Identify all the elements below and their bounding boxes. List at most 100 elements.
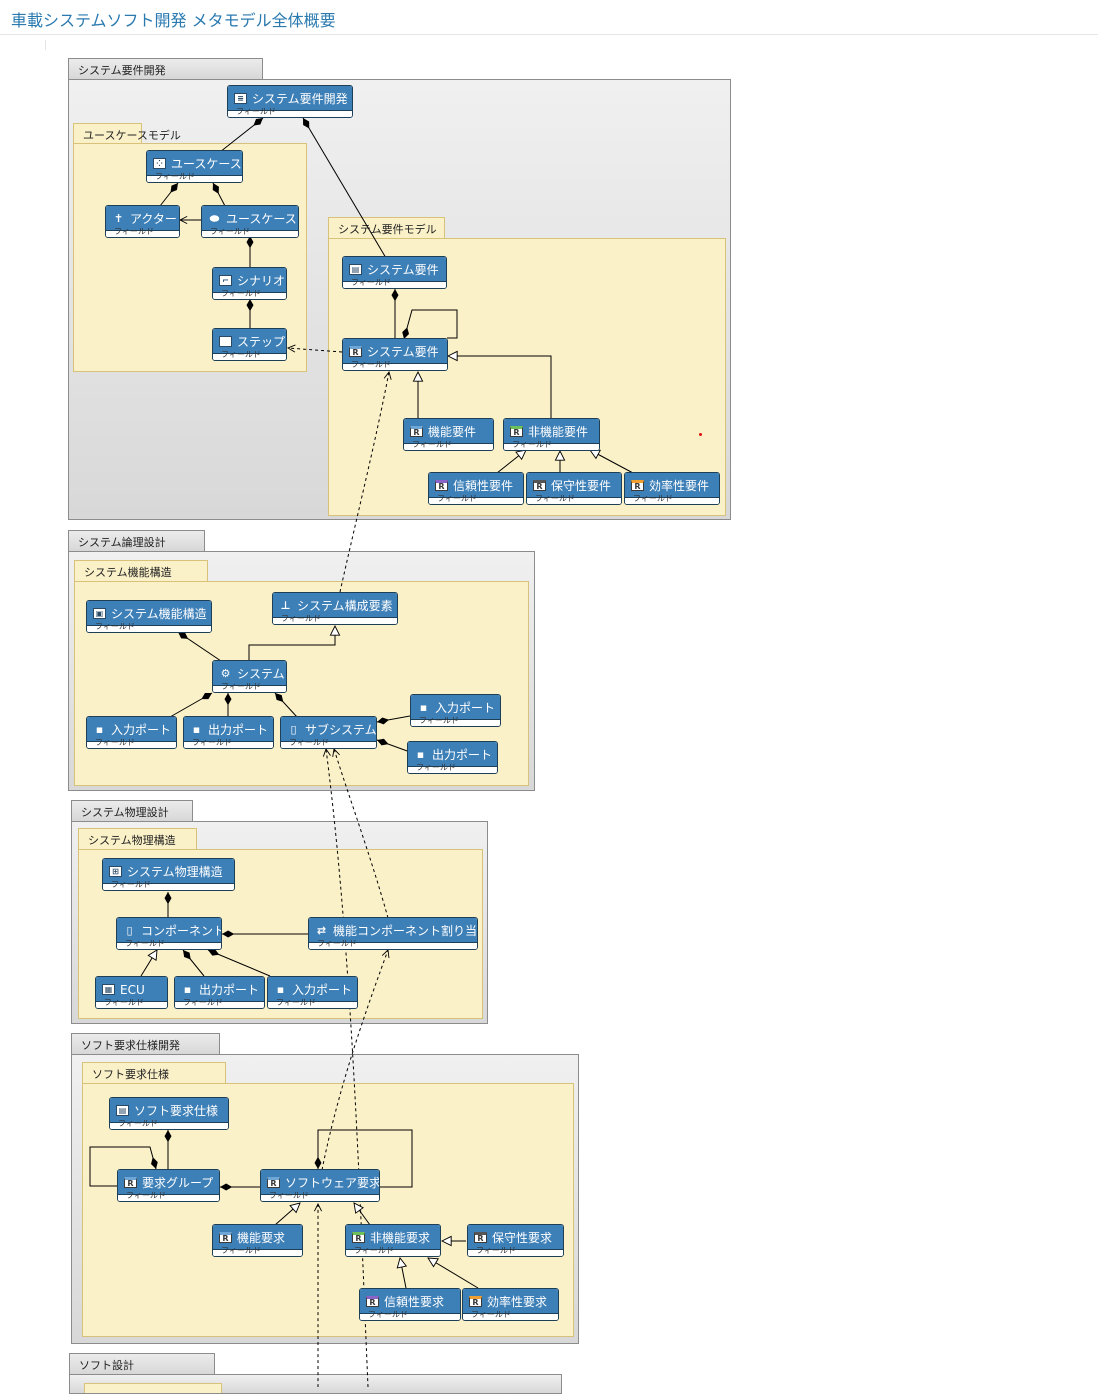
class-label: システム構成要素 — [297, 599, 393, 613]
class-comp-in-port[interactable]: ▪入力ポート フィールド — [267, 976, 358, 1009]
class-footer: フィールド — [155, 172, 195, 181]
package-tab-sw-design[interactable]: ソフト設計 — [69, 1353, 215, 1375]
class-label: 機能コンポーネント割り当て — [333, 924, 478, 938]
class-footer: フィールド — [236, 107, 276, 116]
package-tab-sys-logic[interactable]: システム論理設計 — [68, 530, 205, 552]
class-comp-out-port[interactable]: ▪出力ポート フィールド — [174, 976, 265, 1009]
page-title: 車載システムソフト開発 メタモデル全体概要 — [11, 11, 336, 30]
model-tab-sys-func[interactable]: システム機能構造 — [74, 560, 208, 582]
model-tab-sys-req[interactable]: システム要件モデル — [328, 217, 445, 239]
package-tab-sw-req[interactable]: ソフト要求仕様開発 — [71, 1033, 220, 1055]
class-footer: フィールド — [412, 440, 452, 449]
class-sys-func-struct[interactable]: ▣システム機能構造 フィールド — [86, 600, 212, 633]
generalization-nonfuncreq — [448, 356, 552, 418]
model-tab-sys-phys[interactable]: システム物理構造 — [78, 828, 197, 850]
class-func-req[interactable]: R 機能要件 フィールド — [403, 418, 494, 451]
structure-icon: ▣ — [93, 608, 106, 619]
class-footer: フィールド — [276, 998, 316, 1007]
class-footer: フィールド — [317, 939, 357, 948]
requirement-icon: R — [510, 426, 523, 437]
class-sysreqdev[interactable]: ≡システム要件開発 フィールド — [227, 85, 353, 118]
class-in-port[interactable]: ▪入力ポート フィールド — [86, 716, 177, 749]
port-icon: ▪ — [419, 701, 428, 714]
package-tab-sys-req[interactable]: システム要件開発 — [68, 58, 263, 80]
class-component[interactable]: ▯コンポーネント フィールド — [116, 917, 222, 950]
generalization-swfunc — [274, 1203, 300, 1226]
usecase-diagram-icon: ⁘ — [153, 158, 166, 169]
class-label: アクター — [130, 212, 177, 226]
class-label: 入力ポート — [292, 983, 353, 997]
class-label: 効率性要件 — [649, 479, 710, 493]
class-footer: フィールド — [125, 939, 165, 948]
class-func-comp-alloc[interactable]: ⇄ 機能コンポーネント割り当て フィールド — [308, 917, 478, 950]
dependency-sysreq-step — [288, 348, 343, 352]
class-label: 保守性要件 — [551, 479, 612, 493]
generalization-swreliability — [400, 1258, 406, 1289]
generalization-swnonfunc — [354, 1203, 371, 1226]
class-footer: フィールド — [289, 738, 329, 747]
steps-icon: ⌐ — [219, 275, 232, 286]
requirement-icon: R — [435, 480, 448, 491]
class-footer: フィールド — [633, 494, 673, 503]
port-icon: ▪ — [416, 748, 425, 761]
class-footer: フィールド — [351, 360, 391, 369]
class-footer: フィールド — [126, 1191, 166, 1200]
model-tab-sw-req-spec[interactable]: ソフト要求仕様 — [82, 1062, 226, 1084]
requirement-icon: R — [410, 426, 423, 437]
class-sub-in-port[interactable]: ▪入力ポート フィールド — [410, 694, 501, 727]
class-usecase-top[interactable]: ⁘ユースケース フィールド — [146, 150, 243, 183]
class-subsystem[interactable]: ▯サブシステム フィールド — [280, 716, 377, 749]
class-footer: フィールド — [512, 440, 552, 449]
class-sys-component-elem[interactable]: ⊥システム構成要素 フィールド — [272, 592, 398, 625]
model-tab-usecase[interactable]: ユースケースモデル — [73, 123, 181, 144]
class-footer: フィールド — [95, 622, 135, 631]
composition-usecase-usecase — [212, 182, 226, 207]
class-label: シナリオ — [237, 274, 286, 288]
class-label: 入力ポート — [435, 701, 496, 715]
class-footer: フィールド — [351, 278, 391, 287]
class-label: 機能要件 — [428, 425, 477, 439]
class-label: 非機能要件 — [528, 425, 589, 439]
class-sys-phys-struct[interactable]: ⊞システム物理構造 フィールド — [102, 858, 235, 891]
red-marker — [699, 433, 702, 436]
class-nonfunc-req[interactable]: R 非機能要件 フィールド — [503, 418, 600, 451]
class-label: 信頼性要件 — [453, 479, 514, 493]
class-actor[interactable]: ✝アクター フィールド — [105, 205, 180, 238]
requirement-icon: R — [631, 480, 644, 491]
hierarchy-icon: ⊥ — [280, 599, 291, 612]
class-system[interactable]: ⚙システム フィールド — [212, 660, 287, 693]
class-footer: フィールド — [183, 998, 223, 1007]
class-sysreq-model[interactable]: ▤システム要件 フィールド — [342, 256, 447, 289]
requirement-model-icon: ▤ — [349, 264, 362, 275]
list-icon: ≡ — [234, 93, 247, 104]
class-out-port[interactable]: ▪出力ポート フィールド — [183, 716, 274, 749]
class-step[interactable]: ステップ フィールド — [212, 328, 287, 361]
component-icon: ▯ — [126, 924, 133, 937]
class-efficiency-req[interactable]: R 効率性要件 フィールド — [624, 472, 720, 505]
class-sub-out-port[interactable]: ▪出力ポート フィールド — [407, 741, 498, 774]
requirement-model-icon: ▤ — [116, 1105, 129, 1116]
requirement-icon: R — [533, 480, 546, 491]
package-tab-sys-phys[interactable]: システム物理設計 — [71, 800, 193, 822]
allocation-icon: ⇄ — [316, 924, 327, 937]
composition-system-inport — [169, 692, 213, 718]
class-scenario[interactable]: ⌐シナリオ フィールド — [212, 267, 287, 300]
class-sw-req-spec[interactable]: ▤ソフト要求仕様 フィールド — [109, 1097, 229, 1130]
title-divider — [0, 34, 1098, 35]
requirement-icon: R — [124, 1177, 137, 1188]
requirement-icon: R — [352, 1232, 365, 1243]
class-usecase[interactable]: ⬬ユースケース フィールド — [201, 205, 299, 238]
class-ecu[interactable]: ▦ECU フィールド — [95, 976, 168, 1009]
class-label: 非機能要求 — [370, 1231, 431, 1245]
class-footer: フィールド — [221, 350, 261, 359]
